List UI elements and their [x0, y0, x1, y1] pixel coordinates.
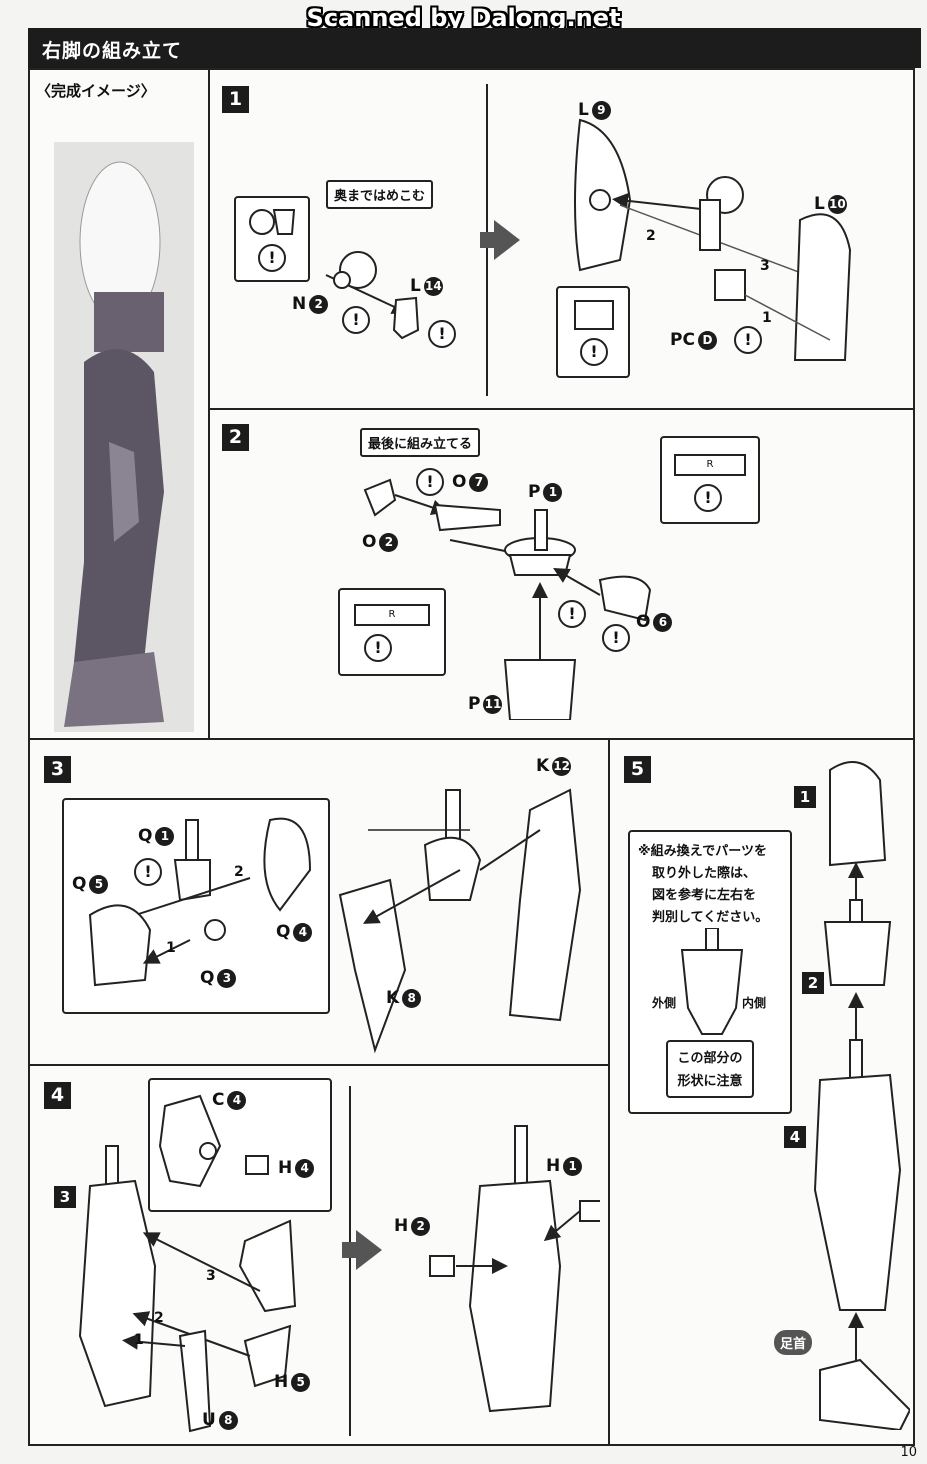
step-1-left-parts-drawing — [325, 251, 420, 340]
step-5-note-box: ※組み換えでパーツを 取り外した際は、 図を参考に左右を 判別してください。 外… — [628, 830, 792, 1114]
warning-icon: ! — [734, 326, 762, 354]
attention-line-2: 形状に注意 — [677, 1074, 743, 1089]
section-header: 右脚の組み立て — [28, 28, 921, 68]
sequence-3: 3 — [206, 1268, 216, 1284]
foot-part-diagram — [680, 928, 744, 1035]
warning-icon: ! — [416, 468, 444, 496]
sequence-2: 2 — [234, 864, 244, 880]
step-1-right-parts-drawing — [574, 118, 852, 361]
completed-image-label: 〈完成イメージ〉 — [36, 82, 156, 100]
step-2-inset-left: R ! — [338, 588, 446, 676]
step-2-parts-drawing — [363, 478, 652, 720]
attention-box: この部分の 形状に注意 — [666, 1040, 754, 1098]
note-line-4: 判別してください。 — [652, 910, 769, 925]
warning-icon: ! — [342, 306, 370, 334]
step-1-number: 1 — [222, 86, 249, 113]
step-3-parts-drawing — [88, 788, 582, 1054]
warning-icon: ! — [258, 244, 286, 272]
section-title: 右脚の組み立て — [42, 40, 183, 62]
sequence-2: 2 — [646, 228, 656, 244]
note-line-2: 取り外した際は、 — [652, 866, 757, 881]
sequence-1: 1 — [134, 1332, 144, 1348]
warning-icon: ! — [134, 858, 162, 886]
ankle-label: 足首 — [774, 1330, 813, 1355]
sub-ref-2: 2 — [802, 972, 824, 994]
sequence-3: 3 — [760, 258, 770, 274]
ring-detail-icon — [249, 209, 296, 235]
sub-ref-1: 1 — [794, 786, 816, 808]
outer-side-label: 外側 — [652, 996, 677, 1010]
sequence-1: 1 — [762, 310, 772, 326]
warning-icon: ! — [558, 600, 586, 628]
scan-watermark: Scanned by Dalong.net — [306, 4, 621, 32]
step-5-number: 5 — [624, 756, 651, 783]
sub-step-3-ref: 3 — [54, 1186, 76, 1208]
next-arrow-icon — [342, 1230, 382, 1270]
sub-ref-4: 4 — [784, 1126, 806, 1148]
warning-icon: ! — [364, 634, 392, 662]
warning-icon: ! — [580, 338, 608, 366]
pc-slot-icon — [574, 300, 614, 330]
step-2-inset-right: R ! — [660, 436, 760, 524]
attention-line-1: この部分の — [677, 1051, 743, 1066]
warning-icon: ! — [428, 320, 456, 348]
step-1-detail-inset: ! — [234, 196, 310, 282]
warning-icon: ! — [694, 484, 722, 512]
step-4-parts-drawing — [78, 1086, 600, 1436]
completed-image-panel: 〈完成イメージ〉 — [28, 68, 210, 740]
page-number: 10 — [900, 1445, 917, 1460]
step-2-callout: 最後に組み立てる — [360, 428, 481, 457]
r-mark-plate: R — [354, 604, 430, 626]
inner-side-label: 内側 — [742, 996, 767, 1010]
step-1-callout: 奥まではめこむ — [326, 180, 434, 209]
r-mark-plate: R — [674, 454, 746, 476]
sequence-1: 1 — [166, 940, 176, 956]
step-4-number: 4 — [44, 1082, 71, 1109]
warning-icon: ! — [602, 624, 630, 652]
note-line-3: 図を参考に左右を — [652, 888, 757, 903]
sequence-2: 2 — [154, 1310, 164, 1326]
step-2-number: 2 — [222, 424, 249, 451]
completed-leg-photo — [54, 142, 194, 732]
step-1-pc-inset: ! — [556, 286, 630, 378]
step-5-panel: 5 ※組み換えでパーツを 取り外した際は、 図を参考に左右を 判別してください。… — [608, 738, 915, 1446]
step-5-assembly-drawing — [813, 761, 910, 1430]
step-3-number: 3 — [44, 756, 71, 783]
note-line-1: ※組み換えでパーツを — [638, 844, 767, 859]
next-arrow-icon — [480, 220, 520, 260]
